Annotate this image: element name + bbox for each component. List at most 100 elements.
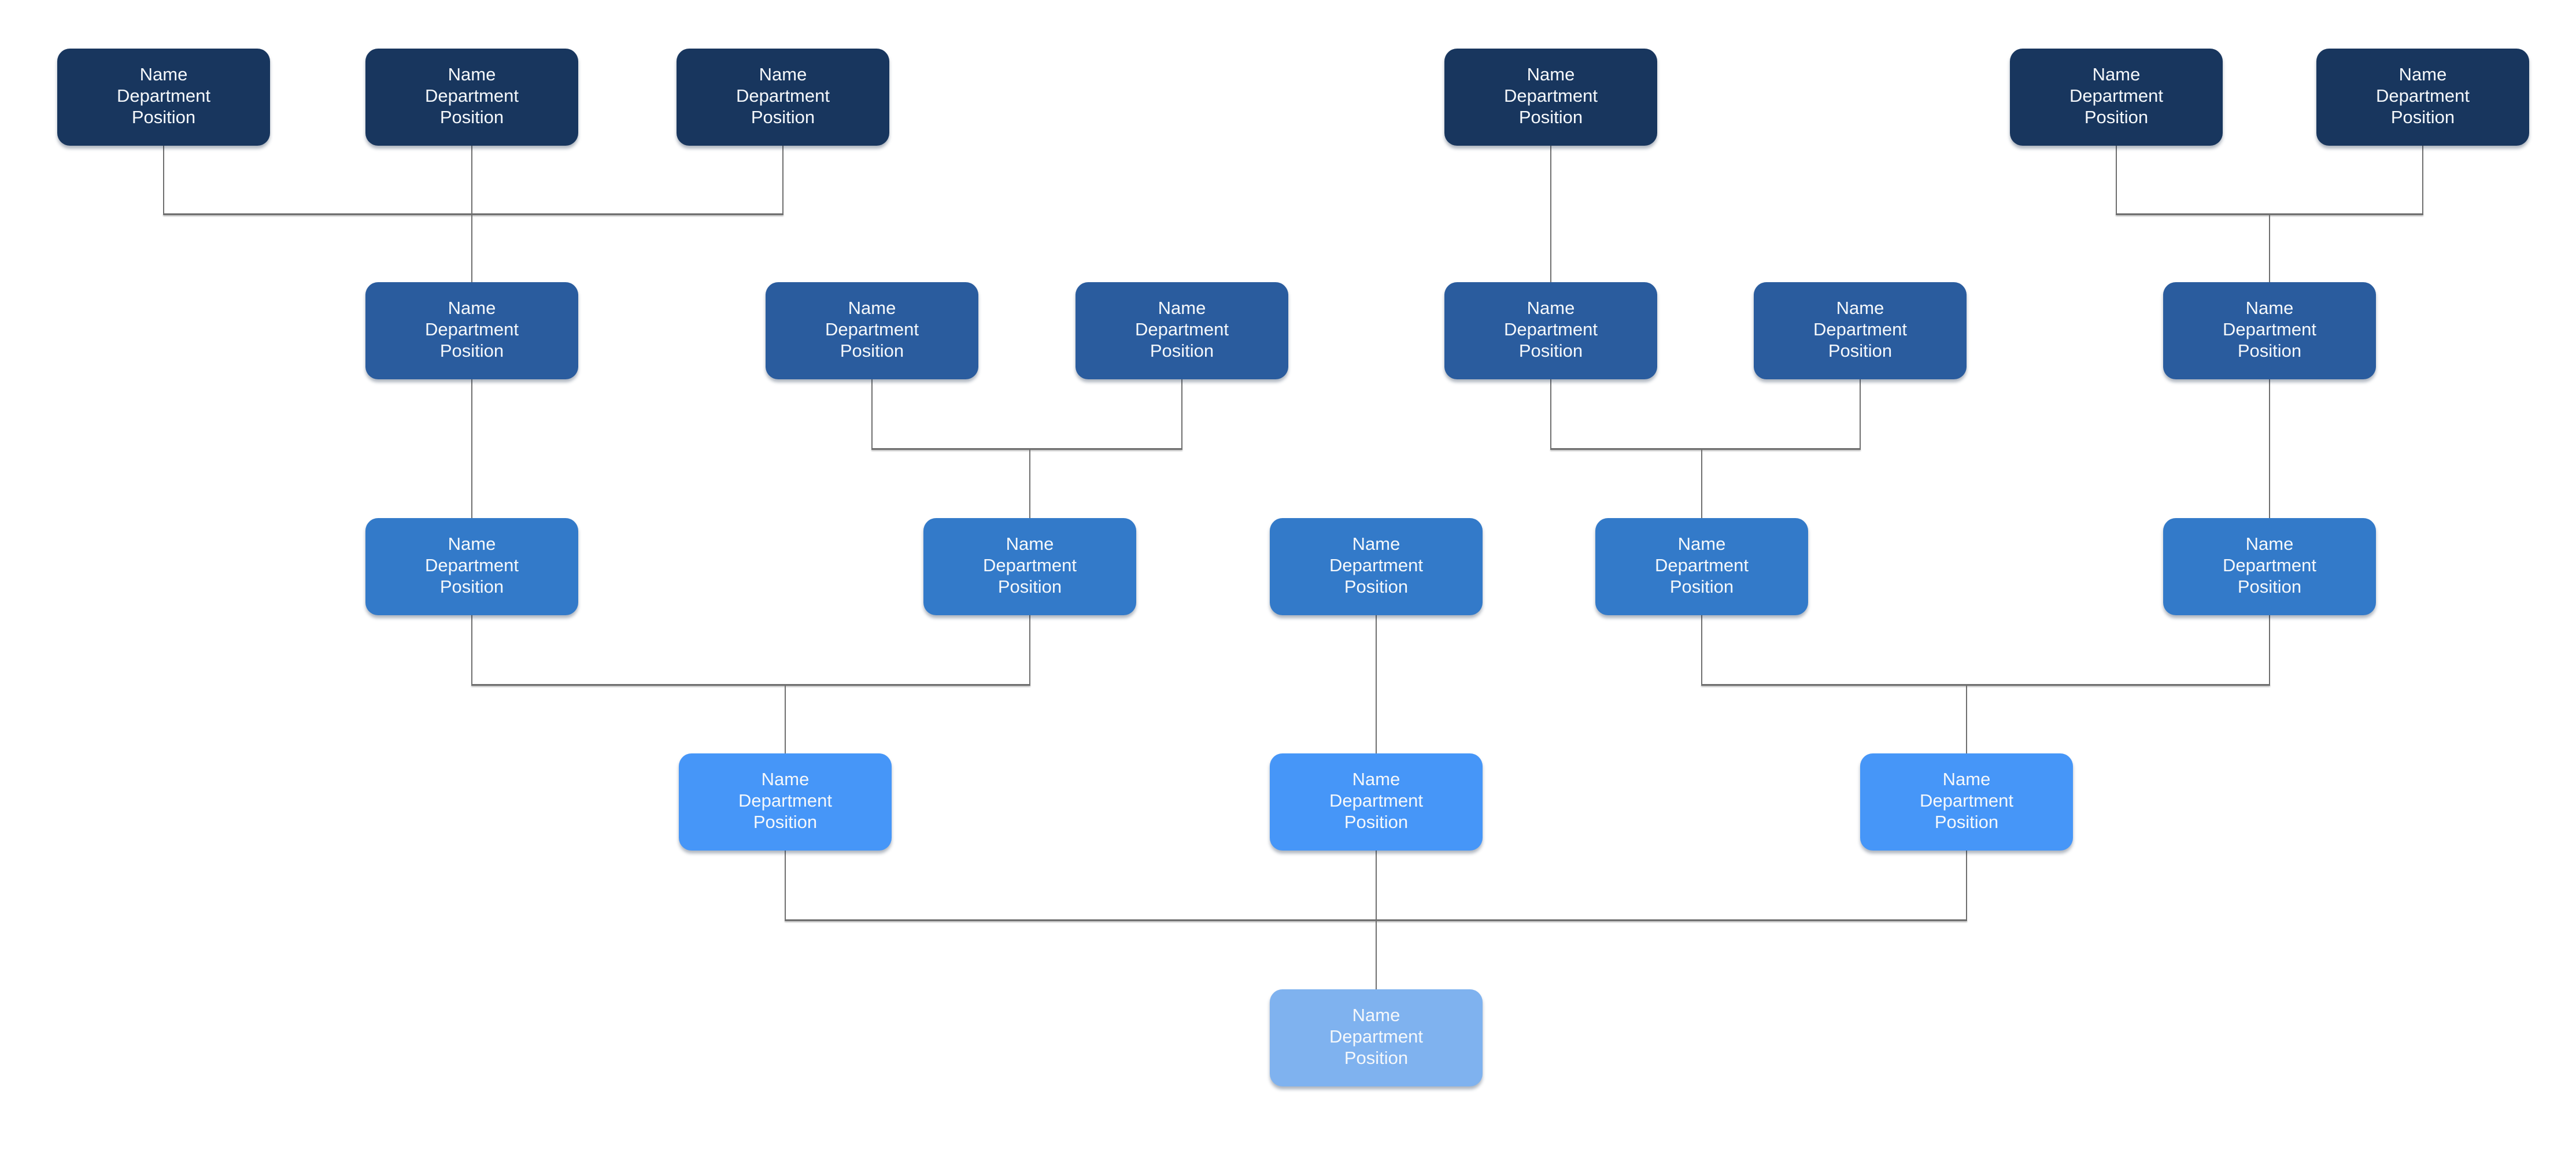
node-label-line-2: Position [751,106,815,127]
node-label-line-0: Name [2398,64,2447,84]
node-label-line-1: Department [117,85,210,106]
node-label-line-0: Name [139,64,188,84]
node-label-line-2: Position [131,106,196,127]
node-label-line-0: Name [1352,1004,1400,1025]
connector-riser-c5 [2269,615,2270,685]
node-label-line-0: Name [1836,297,1884,318]
node-label-line-0: Name [1677,533,1726,554]
connector-riser-c2 [1029,615,1030,685]
connector-a4-b4 [1550,146,1551,282]
connector-drop-c2 [1029,449,1030,518]
node-label-line-2: Position [1344,576,1409,597]
node-label-line-1: Department [2069,85,2163,106]
connector-riser-b3 [1181,379,1182,449]
node-label-line-1: Department [425,555,519,575]
connector-riser-a2 [471,146,472,214]
connector-riser-b4 [1550,379,1551,449]
node-label-line-1: Department [425,319,519,339]
connector-bus-edge-4 [871,448,1182,450]
node-label-line-1: Department [1920,790,2013,811]
connector-bus-edge-0 [163,213,783,215]
node-label-line-1: Department [736,85,830,106]
node-label-line-1: Department [1329,1026,1423,1047]
node-label-line-0: Name [1527,297,1575,318]
node-label-line-0: Name [1352,768,1400,789]
node-label-line-2: Position [1828,340,1893,361]
node-label-line-2: Position [439,576,504,597]
node-label-line-0: Name [2092,64,2141,84]
connector-bus-edge-9 [1701,684,2270,686]
node-label-line-0: Name [1352,533,1400,554]
connector-bus-edge-7 [471,684,1030,686]
node-label-line-1: Department [1329,555,1423,575]
connector-b1-c1 [471,379,472,518]
node-label-line-1: Department [1135,319,1229,339]
node-label-line-2: Position [1344,1047,1409,1068]
node-label-line-2: Position [1669,576,1734,597]
node-label-line-1: Department [1655,555,1749,575]
node-label-line-0: Name [761,768,810,789]
connector-riser-d1 [785,851,786,920]
connector-riser-b2 [871,379,873,449]
node-label-line-0: Name [448,297,496,318]
node-label-line-0: Name [448,64,496,84]
node-label-line-0: Name [2245,297,2294,318]
node-label-line-2: Position [439,340,504,361]
node-label-line-2: Position [1518,106,1583,127]
node-label-line-0: Name [1158,297,1206,318]
node-label-line-1: Department [738,790,832,811]
node-label-line-2: Position [1150,340,1214,361]
node-label-line-1: Department [1504,319,1598,339]
node-label-line-2: Position [2084,106,2149,127]
node-label-line-2: Position [840,340,904,361]
connector-c3-d2 [1376,615,1377,753]
node-label-line-0: Name [1942,768,1991,789]
node-label-line-2: Position [1518,340,1583,361]
connector-drop-c4 [1701,449,1702,518]
connector-riser-c1 [471,615,472,685]
node-label-line-1: Department [425,85,519,106]
node-label-line-0: Name [1527,64,1575,84]
node-label-line-2: Position [439,106,504,127]
node-label-line-2: Position [2390,106,2455,127]
node-label-line-1: Department [1329,790,1423,811]
connector-riser-a6 [2422,146,2423,214]
node-label-line-1: Department [2223,555,2316,575]
connector-riser-d2 [1376,851,1377,920]
node-label-line-2: Position [997,576,1062,597]
node-label-line-2: Position [753,811,818,832]
connector-riser-c4 [1701,615,1702,685]
node-label-line-1: Department [983,555,1077,575]
node-label-line-0: Name [1006,533,1054,554]
node-label-line-0: Name [848,297,896,318]
node-label-line-0: Name [759,64,807,84]
node-label-line-1: Department [2376,85,2470,106]
connector-riser-b5 [1860,379,1861,449]
node-label-line-1: Department [1504,85,1598,106]
connector-drop-b1 [471,214,472,282]
node-label-line-0: Name [448,533,496,554]
node-label-line-1: Department [1813,319,1907,339]
